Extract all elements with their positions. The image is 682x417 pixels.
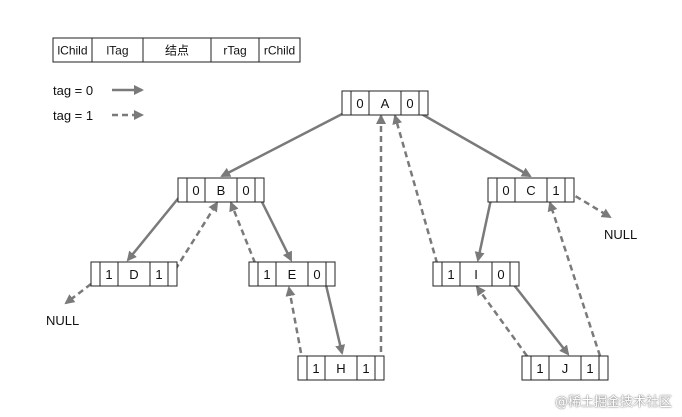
legend-solid-label: tag = 0 xyxy=(53,83,93,98)
node-e: 1 E 0 xyxy=(248,261,336,287)
node-c-rtag: 1 xyxy=(552,183,559,198)
node-d: 1 D 1 xyxy=(90,261,178,287)
node-j-rtag: 1 xyxy=(586,361,593,376)
edge-i-to-j xyxy=(513,284,570,356)
node-a: 0 A 0 xyxy=(341,90,429,116)
node-e-ltag: 1 xyxy=(263,267,270,282)
header-ltag: lTag xyxy=(106,44,128,58)
legend: tag = 0 tag = 1 xyxy=(53,83,144,123)
null-label-left: NULL xyxy=(46,313,79,328)
node-i-ltag: 1 xyxy=(447,267,454,282)
thread-e-to-b xyxy=(229,201,257,264)
thread-c-to-null xyxy=(566,189,612,219)
node-h-rtag: 1 xyxy=(362,361,369,376)
node-b: 0 B 0 xyxy=(177,177,265,203)
node-i-data: I xyxy=(474,267,478,282)
node-c: 0 C 1 xyxy=(487,177,575,203)
node-e-data: E xyxy=(288,267,297,282)
node-b-data: B xyxy=(217,183,226,198)
node-a-ltag: 0 xyxy=(356,96,363,111)
null-label-right: NULL xyxy=(604,227,637,242)
node-a-data: A xyxy=(381,96,390,111)
legend-dashed-label: tag = 1 xyxy=(53,108,93,123)
thread-j-to-c xyxy=(547,201,602,357)
edges xyxy=(64,110,612,357)
thread-d-to-null xyxy=(64,277,100,305)
thread-h-to-e xyxy=(285,286,303,354)
node-c-ltag: 0 xyxy=(502,183,509,198)
node-d-rtag: 1 xyxy=(155,267,162,282)
edge-a-to-b xyxy=(220,110,347,178)
header-rchild: rChild xyxy=(264,44,295,58)
header-rtag: rTag xyxy=(223,44,246,58)
node-j: 1 J 1 xyxy=(521,355,609,381)
thread-j-to-i xyxy=(475,285,529,357)
node-d-data: D xyxy=(129,267,138,282)
node-j-data: J xyxy=(562,361,569,376)
edge-b-to-d xyxy=(126,189,186,262)
node-e-rtag: 0 xyxy=(313,267,320,282)
header-node: 结点 xyxy=(165,44,189,58)
header-lchild: lChild xyxy=(57,44,87,58)
node-structure-header: lChild lTag 结点 rTag rChild xyxy=(52,37,301,63)
node-d-ltag: 1 xyxy=(105,267,112,282)
node-b-rtag: 0 xyxy=(242,183,249,198)
node-h-data: H xyxy=(336,361,345,376)
node-b-ltag: 0 xyxy=(192,183,199,198)
node-a-rtag: 0 xyxy=(406,96,413,111)
node-i-rtag: 0 xyxy=(497,267,504,282)
node-h-ltag: 1 xyxy=(312,361,319,376)
thread-i-to-a xyxy=(392,114,439,264)
edge-a-to-c xyxy=(417,110,532,178)
node-j-ltag: 1 xyxy=(536,361,543,376)
node-i: 1 I 0 xyxy=(432,261,520,287)
watermark-text: @稀土掘金技术社区 xyxy=(554,395,672,410)
edge-e-to-h xyxy=(324,284,346,355)
node-c-data: C xyxy=(526,183,535,198)
node-h: 1 H 1 xyxy=(297,355,385,381)
thread-d-to-b xyxy=(168,201,219,279)
